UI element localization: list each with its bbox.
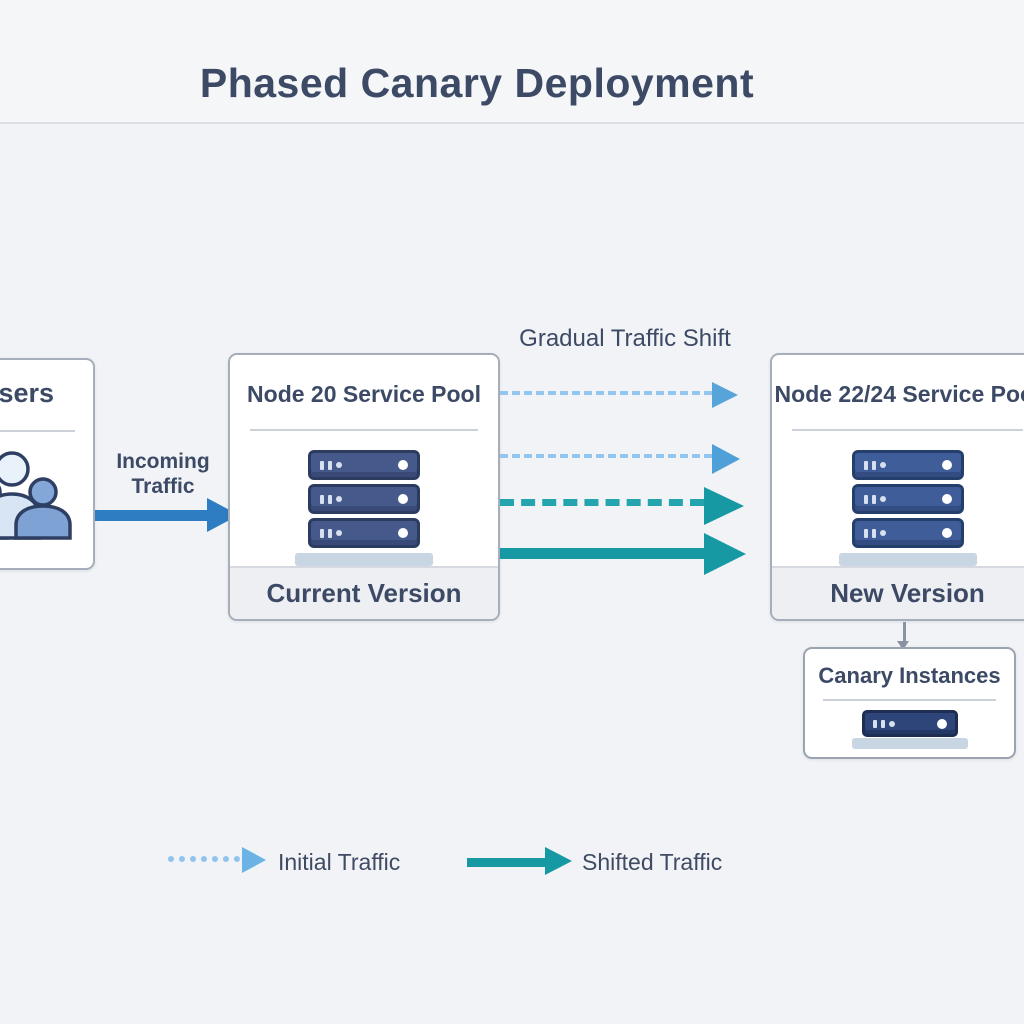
header-divider <box>0 122 1024 124</box>
server-icon <box>308 484 420 514</box>
server-vents <box>320 494 346 504</box>
server-led <box>398 460 408 470</box>
single-server-icon <box>805 710 1014 749</box>
traffic-arrow-4-head-icon <box>704 533 746 575</box>
current-pool-divider <box>250 429 478 431</box>
canary-box-divider <box>823 699 996 701</box>
server-vents <box>863 528 890 538</box>
legend-initial-label: Initial Traffic <box>278 849 401 875</box>
legend-initial-arrowhead-icon <box>242 847 266 873</box>
new-pool-box: Node 22/24 Service Pool New Version <box>770 353 1024 621</box>
server-rack-base <box>295 553 433 566</box>
server-icon <box>851 484 964 514</box>
server-stack-icon <box>230 450 498 566</box>
traffic-arrow-4-shaft <box>500 548 704 559</box>
users-icon <box>0 451 72 540</box>
legend-solid-line <box>467 858 545 867</box>
current-pool-box: Node 20 Service Pool Current Version <box>228 353 500 621</box>
server-led <box>398 494 408 504</box>
server-icon <box>851 450 964 480</box>
server-vents <box>872 719 899 728</box>
new-pool-title: Node 22/24 Service Pool <box>774 381 1024 407</box>
page-title: Phased Canary Deployment <box>199 60 755 106</box>
server-vents <box>863 494 890 504</box>
server-led <box>941 528 952 538</box>
server-led <box>941 460 952 470</box>
new-pool-divider <box>792 429 1023 431</box>
traffic-arrow-3-head-icon <box>704 487 744 525</box>
server-vents <box>320 460 346 470</box>
traffic-arrow-1-head-icon <box>712 382 738 408</box>
users-box: Users <box>0 358 95 570</box>
connector-arrowhead-icon <box>897 641 909 650</box>
connector-line <box>903 622 906 642</box>
legend-shifted-label: Shifted Traffic <box>582 849 723 875</box>
server-stack-icon <box>772 450 1024 566</box>
traffic-arrow-3-line <box>500 499 704 506</box>
canary-instances-box: Canary Instances <box>803 647 1016 759</box>
canary-box-title: Canary Instances <box>818 663 1001 688</box>
incoming-arrow-shaft <box>95 510 211 521</box>
header-band <box>0 0 1024 122</box>
traffic-arrow-2-line <box>500 454 712 458</box>
server-rack-base <box>851 738 968 749</box>
server-rack-base <box>838 553 977 566</box>
current-version-footer: Current Version <box>230 566 498 619</box>
users-box-title: Users <box>0 378 55 408</box>
server-vents <box>863 460 890 470</box>
gradual-traffic-shift-label: Gradual Traffic Shift <box>519 325 731 352</box>
new-version-footer: New Version <box>772 566 1024 619</box>
server-icon <box>861 710 958 737</box>
incoming-traffic-label: Incoming Traffic <box>116 450 210 498</box>
server-icon <box>851 518 964 548</box>
server-led <box>941 494 952 504</box>
server-led <box>398 528 408 538</box>
server-icon <box>308 518 420 548</box>
traffic-arrow-1-line <box>500 391 712 395</box>
server-led <box>936 718 947 729</box>
legend-dotted-line <box>168 856 240 862</box>
traffic-arrow-2-head-icon <box>712 444 740 474</box>
server-vents <box>320 528 346 538</box>
legend-shifted-arrowhead-icon <box>545 847 572 875</box>
current-pool-title: Node 20 Service Pool <box>247 381 481 407</box>
server-icon <box>308 450 420 480</box>
users-box-divider <box>0 430 75 432</box>
